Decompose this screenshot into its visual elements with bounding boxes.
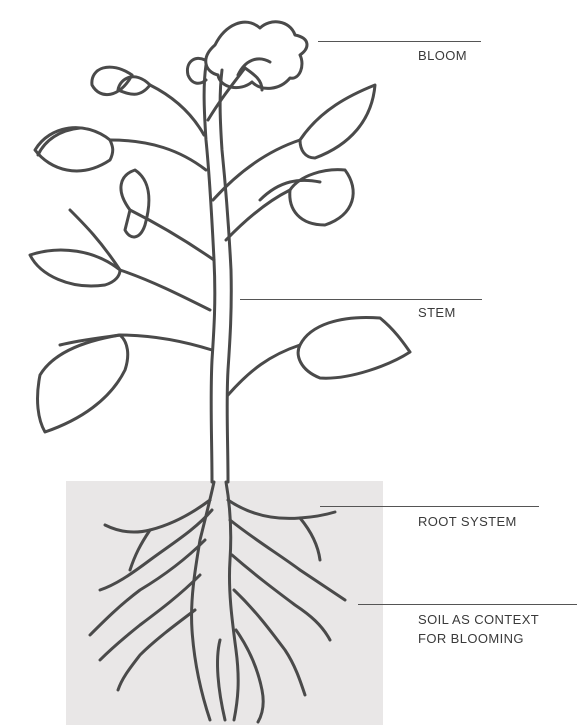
root-system-label: ROOT SYSTEM xyxy=(418,513,517,531)
stem-leader-line xyxy=(240,299,482,300)
soil-label-line1: SOIL AS CONTEXT xyxy=(418,611,539,629)
bloom-leader-line xyxy=(318,41,481,42)
soil-leader-line xyxy=(358,604,577,605)
soil-label-line2: FOR BLOOMING xyxy=(418,630,524,648)
root-system-leader-line xyxy=(320,506,539,507)
roots-drawing xyxy=(90,482,345,722)
stem-drawing xyxy=(110,65,300,482)
stem-label: STEM xyxy=(418,304,456,322)
bloom-drawing xyxy=(187,22,307,90)
bloom-label: BLOOM xyxy=(418,47,467,65)
